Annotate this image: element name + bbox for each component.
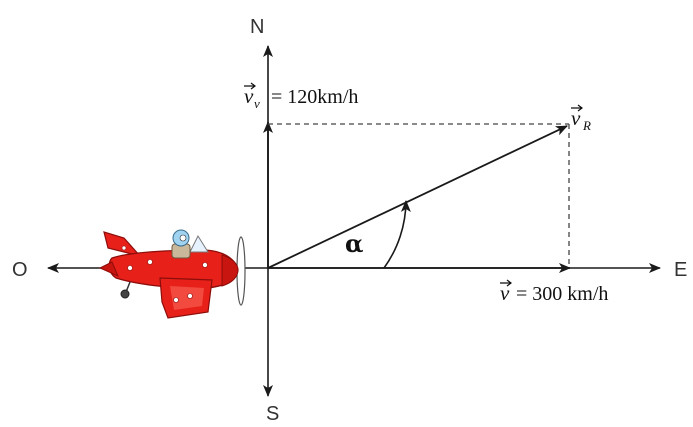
angle-arc (383, 200, 411, 269)
label-west: O (12, 259, 28, 281)
vertical-vector-subscript: v (254, 96, 260, 111)
resultant-vector-subscript: R (582, 118, 591, 133)
horizontal-vector-arrow-accent (500, 279, 512, 287)
vertical-vector-arrow-accent (244, 82, 256, 90)
label-resultant-vector: v R (571, 104, 591, 133)
vector-resultant-arrow (267, 125, 568, 269)
resultant-vector-symbol: v (571, 106, 581, 130)
label-horizontal-vector: v = 300 km/h (500, 279, 608, 305)
airplane-icon (98, 229, 246, 319)
horizontal-vector-symbol: v (500, 281, 510, 305)
horizontal-vector-value: = 300 km/h (511, 283, 608, 305)
vertical-vector-value: = 120km/h (266, 86, 358, 108)
angle-label: α (345, 229, 363, 258)
label-north: N (250, 16, 264, 38)
resultant-vector-arrow-accent (571, 104, 583, 112)
label-east: E (674, 259, 687, 281)
label-south: S (266, 403, 279, 425)
label-vertical-vector: v v = 120km/h (244, 82, 358, 111)
vertical-vector-symbol: v (244, 84, 254, 108)
